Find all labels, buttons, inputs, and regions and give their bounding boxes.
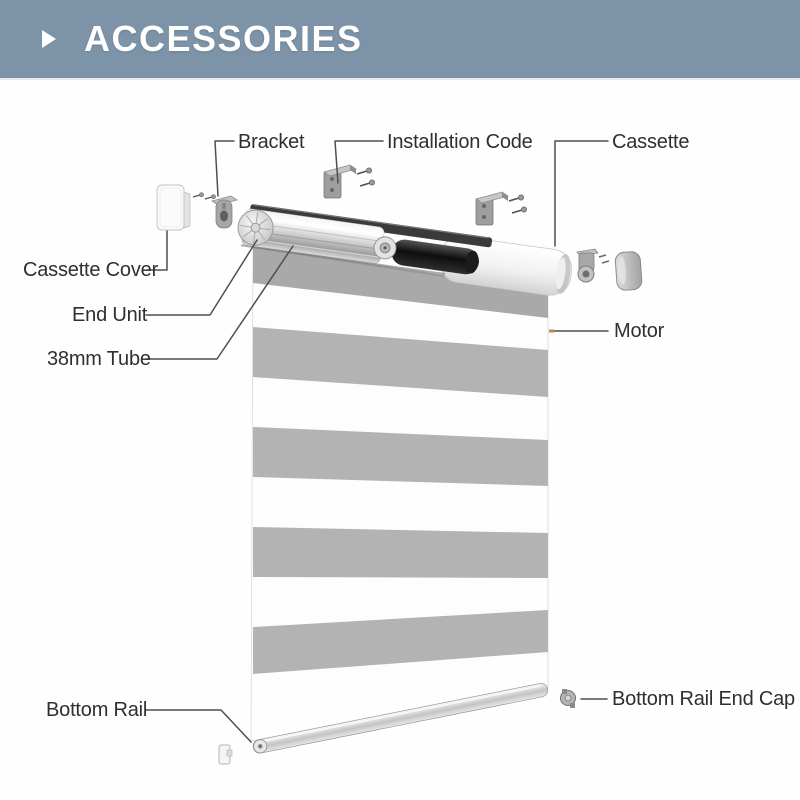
label-cassette: Cassette [612, 131, 690, 153]
play-triangle-icon [42, 30, 56, 48]
cassette-end-cap-part [614, 251, 643, 291]
page-title: ACCESSORIES [84, 18, 363, 59]
right-bracket-screws [508, 194, 528, 214]
label-38mm-tube: 38mm Tube [47, 348, 151, 370]
roller-tube [240, 208, 446, 275]
bottom-rail-left-cap-part [218, 744, 233, 765]
leader-end-unit [145, 239, 258, 316]
cover-screws [192, 192, 216, 200]
label-end-unit: End Unit [72, 304, 148, 326]
zebra-stripes [253, 246, 548, 674]
label-motor: Motor [614, 320, 665, 342]
label-bracket: Bracket [238, 131, 305, 153]
leader-bracket [214, 140, 235, 197]
bottom-rail-part [252, 682, 549, 754]
end-unit-screws [598, 254, 610, 264]
leader-cassette [554, 140, 609, 247]
drive-hub [373, 236, 397, 260]
label-installation-code: Installation Code [387, 131, 533, 153]
leader-bottom-rail [145, 709, 252, 743]
label-bottom-rail-end-cap: Bottom Rail End Cap [612, 688, 795, 710]
label-bottom-rail: Bottom Rail [46, 699, 148, 721]
motor-unit [391, 239, 479, 275]
label-cassette-cover: Cassette Cover [23, 259, 159, 281]
leader-cassette-cover [146, 230, 168, 271]
cassette-assembly [237, 204, 573, 296]
cassette-cover-part [156, 184, 191, 231]
end-unit-part [576, 248, 599, 283]
middle-bracket-screws [356, 167, 375, 187]
mounting-bracket-right [475, 191, 509, 226]
leader-38mm-tube [145, 245, 294, 360]
section-header: ACCESSORIES [0, 0, 800, 80]
tube-end-cap [237, 209, 274, 246]
fabric-panel [250, 245, 549, 742]
leader-installation-code [334, 140, 384, 184]
mounting-bracket-left [211, 195, 238, 229]
mounting-bracket-middle [323, 164, 357, 199]
bottom-rail-end-cap-part [560, 689, 576, 708]
